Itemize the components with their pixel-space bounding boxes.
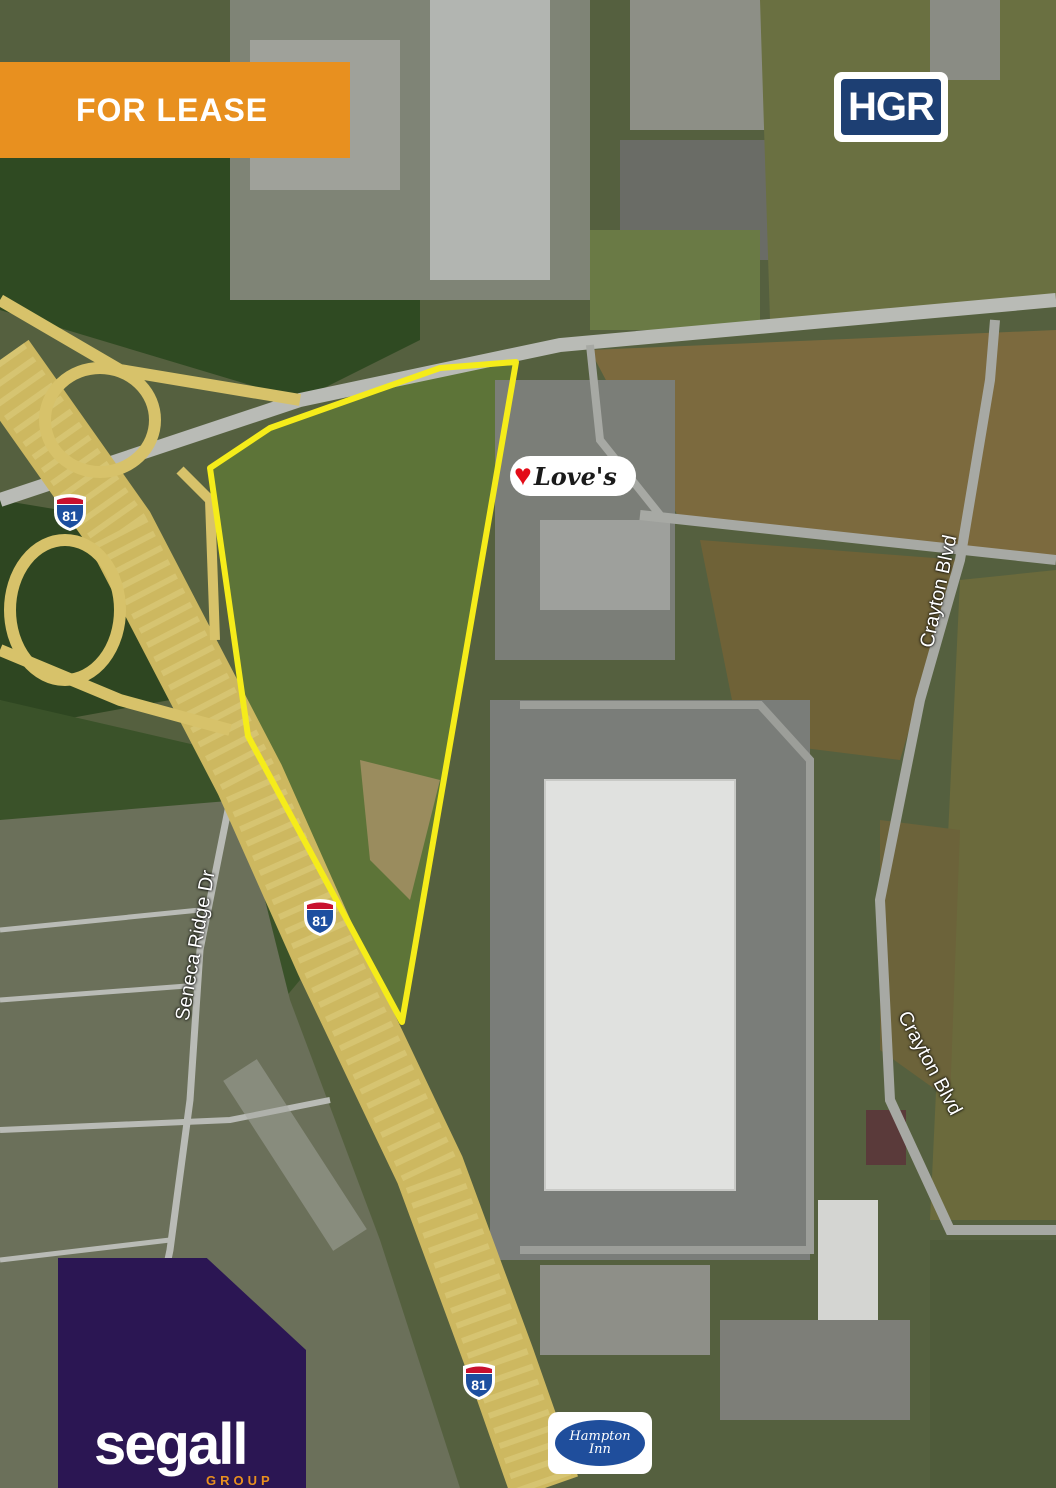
interstate-shield-icon: 81 (54, 494, 86, 531)
hgr-logo-text: HGR (848, 84, 935, 129)
for-lease-banner: FOR LEASE (0, 62, 350, 158)
hampton-inn-logo: Hampton Inn (548, 1412, 652, 1474)
hampton-inn-badge: Hampton Inn (555, 1420, 645, 1466)
interstate-shield-icon: 81 (463, 1363, 495, 1400)
interstate-shield-number: 81 (312, 913, 328, 929)
hgr-logo-badge: HGR (841, 79, 941, 135)
segall-logo-text: segall (94, 1412, 248, 1477)
heart-icon: ♥ (514, 459, 532, 492)
hampton-logo-text: Hampton (569, 1429, 631, 1444)
segall-logo-subtext: GROUP (206, 1473, 274, 1488)
interstate-shield-number: 81 (62, 508, 78, 524)
parcel-outline (207, 359, 519, 1025)
loves-logo: ♥ Love's (510, 456, 636, 496)
hgr-airport-logo: HGR (834, 72, 948, 142)
interstate-shield-number: 81 (471, 1377, 487, 1393)
loves-logo-text: Love's (533, 461, 617, 491)
interstate-shield-icon: 81 (304, 899, 336, 936)
for-lease-label: FOR LEASE (76, 91, 269, 128)
inn-logo-text: Inn (589, 1442, 611, 1457)
